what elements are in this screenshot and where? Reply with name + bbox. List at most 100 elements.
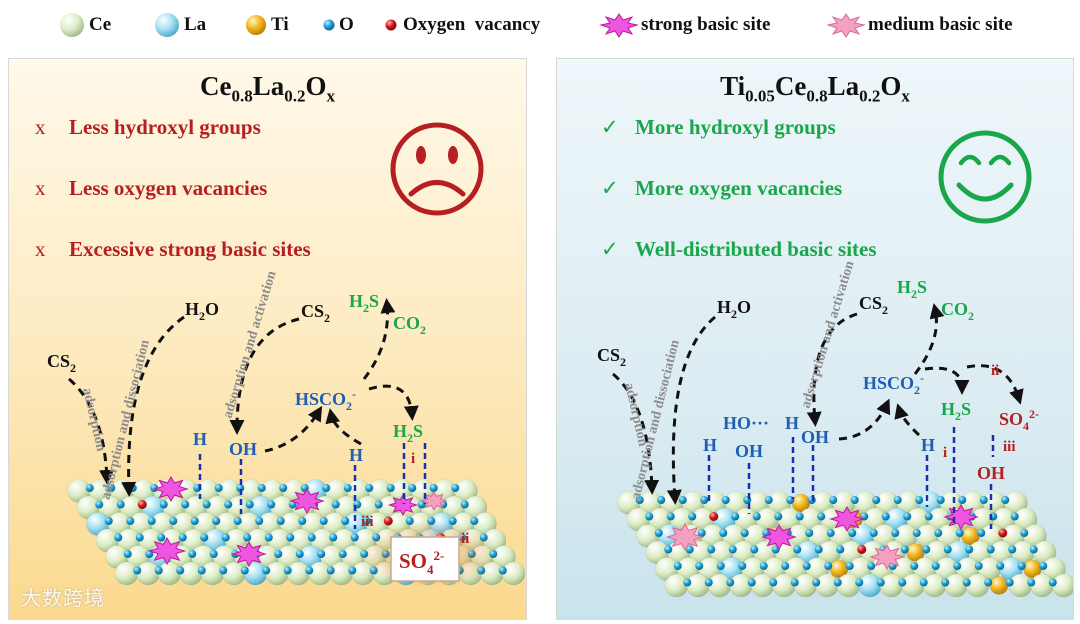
medium-basic-site	[871, 545, 903, 569]
o-atom	[286, 534, 294, 542]
ce-atom	[137, 562, 160, 585]
oxygen-vacancy	[857, 545, 866, 554]
right-so4-label: SO42-	[999, 407, 1039, 433]
right-hsco2-label: HSCO2-	[863, 371, 924, 397]
ce-atom	[309, 562, 332, 585]
svg-text:adsorption and activation: adsorption and activation	[220, 269, 279, 420]
o-atom	[117, 501, 125, 509]
left-co2-label: CO2	[393, 313, 426, 337]
o-atom	[188, 550, 196, 558]
o-atom	[329, 534, 337, 542]
o-atom	[277, 517, 285, 525]
oxygen-vacancy	[709, 512, 718, 521]
o-atom	[219, 567, 227, 575]
oxygen-vacancy-icon	[384, 18, 398, 32]
ce-atom	[966, 574, 989, 597]
o-atom	[200, 534, 208, 542]
o-atom	[645, 513, 653, 521]
o-atom	[803, 562, 811, 570]
oxygen-vacancy	[998, 529, 1007, 538]
o-atom	[451, 484, 459, 492]
ce-atom	[1009, 574, 1032, 597]
o-atom	[829, 496, 837, 504]
o-atom	[246, 501, 254, 509]
o-atom	[824, 562, 832, 570]
o-atom	[461, 501, 469, 509]
o-atom	[317, 550, 325, 558]
o-atom	[267, 501, 275, 509]
right-scene: adsorption adsorption and dissociation a…	[557, 59, 1074, 620]
o-atom	[157, 534, 165, 542]
o-atom	[114, 534, 122, 542]
arrow-to-h2s	[369, 386, 412, 415]
o-atom	[133, 567, 141, 575]
right-panel: Ti0.05Ce0.8La0.2Ox ✓More hydroxyl groups…	[556, 58, 1074, 620]
o-atom	[987, 546, 995, 554]
ce-atom	[794, 574, 817, 597]
la-atom	[859, 574, 882, 597]
o-atom	[953, 562, 961, 570]
o-atom	[877, 579, 885, 587]
o-atom	[836, 546, 844, 554]
strong-basic-site	[831, 507, 863, 531]
o-atom	[332, 501, 340, 509]
o-atom	[308, 534, 316, 542]
ce-atom	[751, 574, 774, 597]
o-atom	[705, 579, 713, 587]
o-atom	[760, 562, 768, 570]
legend-o: O	[322, 12, 354, 38]
o-atom	[322, 484, 330, 492]
strong-basic-site-icon	[599, 12, 639, 38]
o-atom	[870, 529, 878, 537]
o-atom	[901, 546, 909, 554]
left-h-label-1: H	[193, 429, 207, 449]
o-atom	[851, 496, 859, 504]
right-h-label-3: H	[921, 435, 935, 455]
la-atom-icon	[153, 11, 181, 39]
left-hsco2-label: HSCO2-	[295, 387, 356, 413]
o-atom	[1008, 546, 1016, 554]
o-atom	[738, 562, 746, 570]
o-atom	[748, 579, 756, 587]
o-atom	[296, 550, 304, 558]
ti-atom-icon	[244, 13, 268, 37]
o-atom	[430, 484, 438, 492]
o-atom	[499, 567, 507, 575]
o-atom	[215, 484, 223, 492]
o-atom	[717, 562, 725, 570]
o-atom	[1001, 496, 1009, 504]
ce-atom	[502, 562, 525, 585]
o-atom	[339, 550, 347, 558]
o-atom	[365, 484, 373, 492]
ce-atom	[837, 574, 860, 597]
strong-basic-site	[291, 489, 323, 513]
watermark: 大数跨境	[21, 582, 105, 611]
right-oh-label-2: OH	[801, 427, 829, 447]
o-atom	[867, 562, 875, 570]
o-atom	[996, 562, 1004, 570]
o-atom	[815, 546, 823, 554]
o-atom	[898, 579, 906, 587]
o-atom	[894, 496, 902, 504]
right-h-label-2: H	[703, 435, 717, 455]
o-atom	[855, 579, 863, 587]
o-atom	[679, 496, 687, 504]
svg-text:adsorption: adsorption	[79, 387, 108, 453]
o-atom	[265, 534, 273, 542]
o-atom	[262, 567, 270, 575]
o-atom	[769, 579, 777, 587]
o-atom	[387, 484, 395, 492]
right-catalyst-surface	[618, 492, 1075, 598]
ce-atom	[266, 562, 289, 585]
o-atom	[243, 534, 251, 542]
arrow-oh-to-hsco2	[265, 411, 319, 451]
o-atom	[203, 501, 211, 509]
legend-la: La	[153, 12, 206, 38]
arrow-oh-to-hsco2	[839, 404, 887, 439]
o-atom	[1049, 579, 1057, 587]
legend-strong: strong basic site	[599, 12, 770, 38]
o-atom	[722, 496, 730, 504]
right-oh-label-1: OH	[735, 441, 763, 461]
o-atom	[956, 529, 964, 537]
o-atom	[731, 513, 739, 521]
